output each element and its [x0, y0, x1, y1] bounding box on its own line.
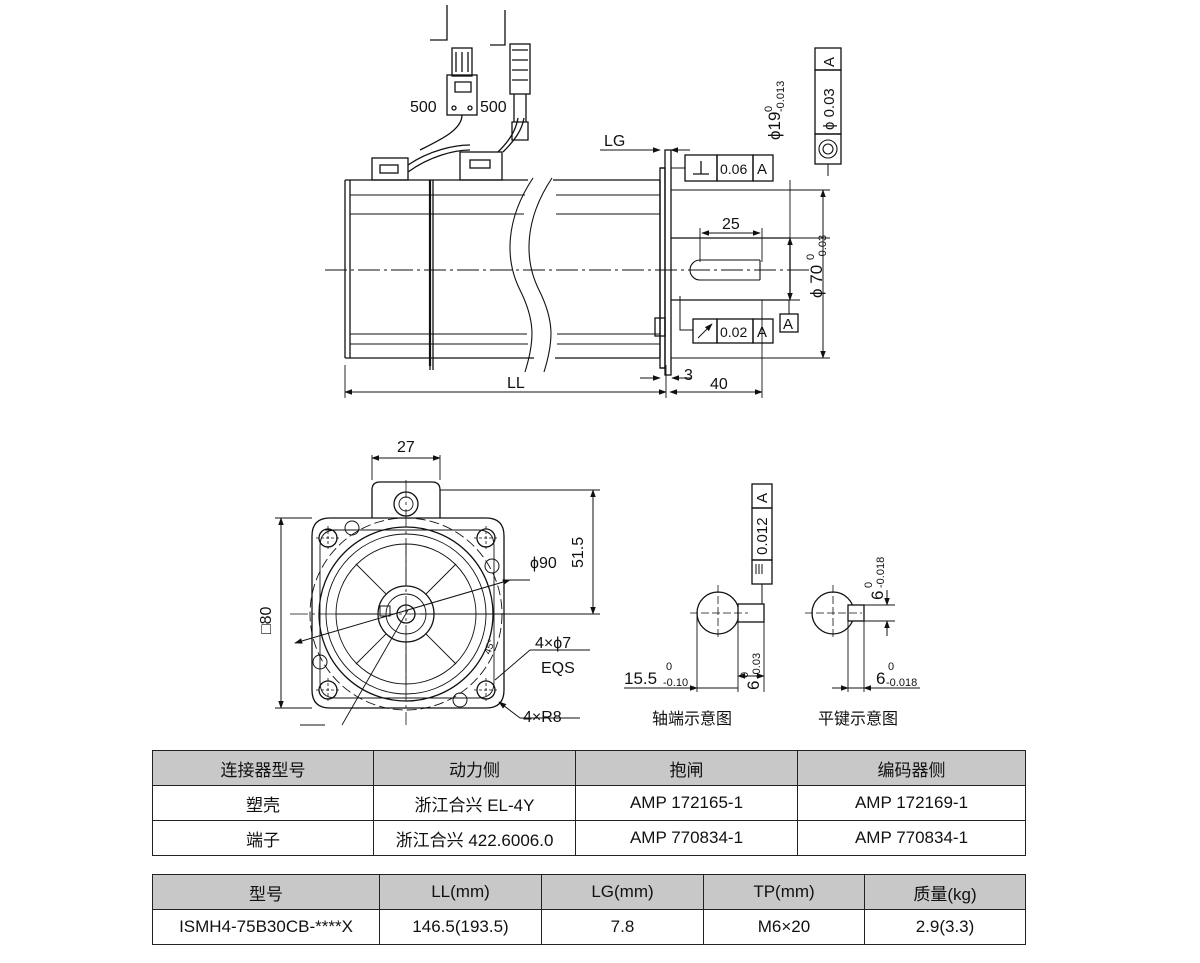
datum-a-box [779, 300, 799, 333]
ll-label: LL [507, 375, 525, 392]
shaft-height-upper: 0 [666, 661, 672, 673]
table-row: 端子 浙江合兴 422.6006.0 AMP 770834-1 AMP 7708… [152, 820, 1026, 856]
shaft-length: 40 [710, 376, 728, 393]
keyway-width: 6 [744, 681, 763, 690]
shaft-detail-caption: 轴端示意图 [652, 709, 732, 728]
table-cell: AMP 172165-1 [575, 785, 798, 821]
key-height-lower: -0.018 [875, 557, 887, 588]
spigot-dia-upper: 0 [805, 254, 817, 260]
conc-tol-value: ϕ 0.03 [821, 88, 838, 130]
header-cell: 连接器型号 [152, 750, 374, 786]
connector-width: 27 [397, 439, 415, 456]
runout-tol-value: 0.02 [720, 324, 747, 340]
side-view: 500 500 LG LL 3 40 25 0.06 A 0.02 A A ϕ1… [325, 5, 842, 398]
table-row: 塑壳 浙江合兴 EL-4Y AMP 172165-1 AMP 172169-1 [152, 785, 1026, 821]
key-length: 25 [722, 216, 740, 233]
shaft-height-lower: -0.10 [663, 677, 688, 689]
keyway-width-upper: 0 [739, 672, 751, 678]
table-cell: AMP 770834-1 [575, 820, 798, 856]
table-cell: AMP 770834-1 [797, 820, 1026, 856]
front-view: 27 51.5 □80 ϕ90 4×ϕ7 EQS 4×R8 45° [258, 439, 600, 726]
key-detail: 6 0 -0.018 6 0 -0.018 平键示意图 [805, 557, 920, 728]
key-width: 6 [876, 669, 885, 688]
conc-tol-datum: A [821, 57, 838, 67]
datum-letter: A [783, 316, 793, 333]
connector-boxes [371, 5, 531, 181]
shaft [671, 228, 791, 301]
table-cell: 浙江合兴 422.6006.0 [373, 820, 576, 856]
flange-thickness: 3 [684, 367, 693, 384]
table-cell: 146.5(193.5) [379, 909, 542, 945]
header-cell: 型号 [152, 874, 380, 910]
shaft-height: 15.5 [624, 669, 657, 688]
pcd-label: ϕ90 [530, 555, 557, 572]
key-width-lower: -0.018 [886, 677, 917, 689]
table-row: ISMH4-75B30CB-****X 146.5(193.5) 7.8 M6×… [152, 909, 1026, 945]
header-cell: 抱闸 [575, 750, 798, 786]
table-cell: 浙江合兴 EL-4Y [373, 785, 576, 821]
table-cell: 塑壳 [152, 785, 374, 821]
tolerance-concentricity [814, 47, 842, 176]
keyway-width-lower: -0.03 [751, 653, 763, 678]
header-cell: TP(mm) [703, 874, 865, 910]
table-cell: AMP 172169-1 [797, 785, 1026, 821]
shaft-dia-upper: 0 [763, 106, 775, 112]
key-height-upper: 0 [863, 582, 875, 588]
perp-tol-datum: A [757, 161, 767, 178]
flange [654, 149, 672, 376]
power-cable-length: 500 [410, 99, 437, 116]
key-height: 6 [868, 591, 887, 600]
spigot-diameter: ϕ 70 [807, 265, 826, 298]
encoder-cable-length: 500 [480, 99, 507, 116]
header-cell: LG(mm) [541, 874, 704, 910]
tolerance-runout [679, 296, 774, 344]
connector-table: 连接器型号 动力侧 抱闸 编码器侧 塑壳 浙江合兴 EL-4Y AMP 1721… [152, 750, 1026, 856]
perp-tol-value: 0.06 [720, 161, 747, 177]
key-detail-caption: 平键示意图 [818, 709, 898, 728]
header-cell: 质量(kg) [864, 874, 1026, 910]
header-cell: 编码器侧 [797, 750, 1026, 786]
runout-tol-datum: A [757, 324, 767, 341]
corner-radius-label: 4×R8 [523, 709, 562, 726]
table-cell: M6×20 [703, 909, 865, 945]
table-cell: 7.8 [541, 909, 704, 945]
connector-height: 51.5 [570, 537, 587, 568]
lg-label: LG [604, 133, 625, 150]
table-cell: 2.9(3.3) [864, 909, 1026, 945]
key-width-upper: 0 [888, 661, 894, 673]
eqs-label: EQS [541, 660, 575, 677]
spec-table-header: 型号 LL(mm) LG(mm) TP(mm) 质量(kg) [152, 874, 1026, 910]
sym-tol-datum: A [754, 493, 771, 503]
shaft-diameter: ϕ19 [765, 112, 784, 140]
angle-label: 45° [482, 638, 498, 656]
motor-body [344, 177, 661, 373]
motor-dimension-drawing: 500 500 LG LL 3 40 25 0.06 A 0.02 A A ϕ1… [258, 5, 920, 728]
connector-table-header: 连接器型号 动力侧 抱闸 编码器侧 [152, 750, 1026, 786]
shaft-end-detail: 0.012 A 15.5 0 -0.10 6 0 -0.03 轴端示意图 [624, 483, 773, 728]
square-size: □80 [258, 606, 275, 634]
table-cell: 端子 [152, 820, 374, 856]
tolerance-perpendicularity [671, 154, 774, 182]
spigot-dia-lower: -0.03 [817, 235, 829, 260]
shaft-dia-lower: -0.013 [775, 81, 787, 112]
header-cell: LL(mm) [379, 874, 542, 910]
sym-tol-value: 0.012 [754, 517, 771, 555]
header-cell: 动力侧 [373, 750, 576, 786]
table-cell: ISMH4-75B30CB-****X [152, 909, 380, 945]
spec-table: 型号 LL(mm) LG(mm) TP(mm) 质量(kg) ISMH4-75B… [152, 874, 1026, 945]
holes-label: 4×ϕ7 [535, 635, 571, 652]
